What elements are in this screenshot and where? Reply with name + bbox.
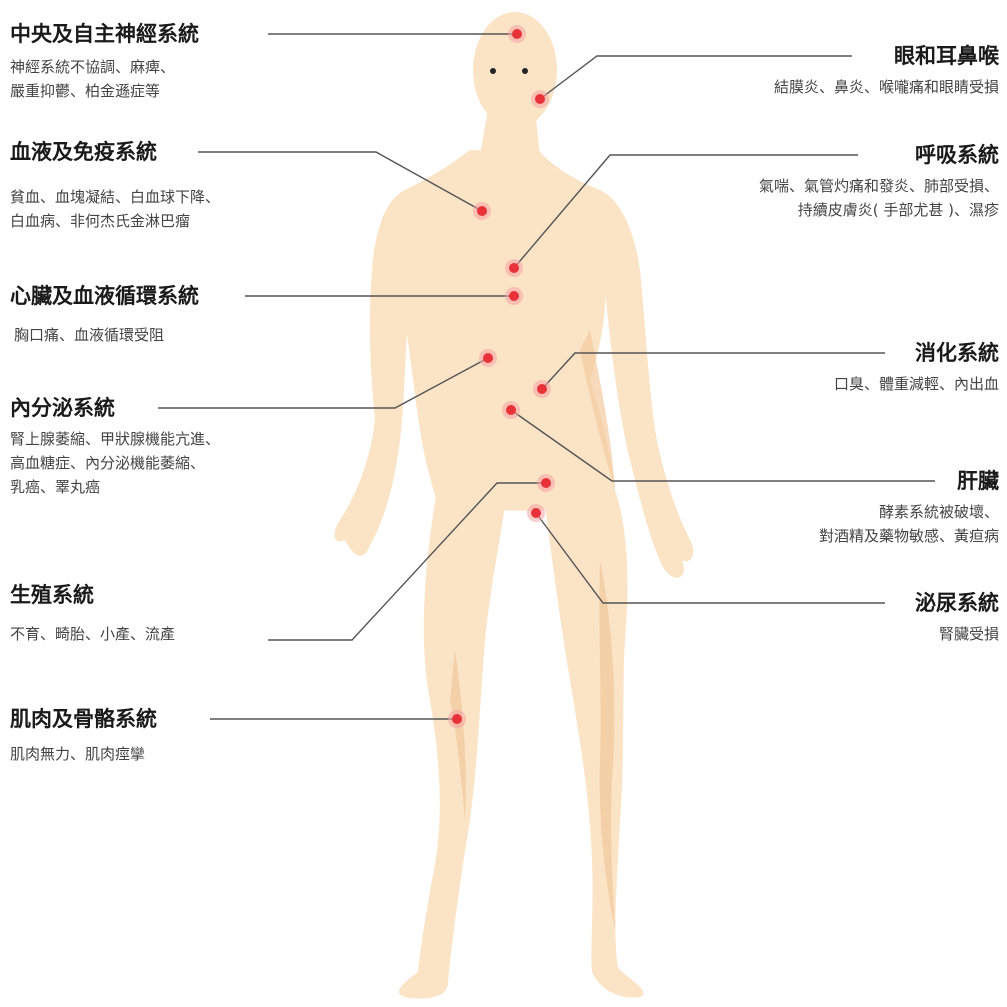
right-eye <box>522 68 528 74</box>
marker-digestive <box>533 380 551 398</box>
label-ent: 眼和耳鼻喉 結膜炎、鼻炎、喉嚨痛和眼睛受損 <box>774 43 999 99</box>
marker-urinary <box>527 504 545 522</box>
label-ent-desc-1: 結膜炎、鼻炎、喉嚨痛和眼睛受損 <box>774 75 999 99</box>
label-urinary: 泌尿系統 腎臟受損 <box>915 590 999 646</box>
marker-ent <box>531 90 549 108</box>
label-ent-title: 眼和耳鼻喉 <box>774 43 999 69</box>
label-respiratory-desc-2: 持續皮膚炎( 手部尤甚 )、濕疹 <box>759 198 999 222</box>
label-cns: 中央及自主神經系統 神經系統不協調、麻痺、 嚴重抑鬱、柏金遜症等 <box>10 21 199 103</box>
label-cns-desc-2: 嚴重抑鬱、柏金遜症等 <box>10 79 199 103</box>
label-reproductive: 生殖系統 不育、畸胎、小產、流產 <box>10 582 175 646</box>
left-arm <box>335 190 410 556</box>
left-leg <box>399 490 505 998</box>
marker-blood <box>473 202 491 220</box>
marker-respiratory <box>505 259 523 277</box>
label-blood: 血液及免疫系統 貧血、血塊凝結、白血球下降、 白血病、非何杰氏金淋巴瘤 <box>10 139 220 233</box>
label-digestive-title: 消化系統 <box>834 340 999 366</box>
label-endocrine: 內分泌系統 腎上腺萎縮、甲狀腺機能亢進、 高血糖症、內分泌機能萎縮、 乳癌、睪丸… <box>10 395 220 499</box>
torso <box>394 150 615 511</box>
label-respiratory: 呼吸系統 氣喘、氣管灼痛和發炎、肺部受損、 持續皮膚炎( 手部尤甚 )、濕疹 <box>759 142 999 222</box>
left-eye <box>490 68 496 74</box>
label-respiratory-title: 呼吸系統 <box>759 142 999 168</box>
label-heart: 心臟及血液循環系統 胸口痛、血液循環受阻 <box>10 283 199 347</box>
label-muscle-desc-1: 肌肉無力、肌肉痙攣 <box>10 742 157 766</box>
human-body <box>335 12 694 998</box>
label-urinary-title: 泌尿系統 <box>915 590 999 616</box>
label-reproductive-title: 生殖系統 <box>10 582 175 608</box>
label-reproductive-desc-1: 不育、畸胎、小產、流產 <box>10 622 175 646</box>
label-endocrine-desc-3: 乳癌、睪丸癌 <box>10 475 220 499</box>
label-endocrine-desc-2: 高血糖症、內分泌機能萎縮、 <box>10 451 220 475</box>
marker-endocrine <box>479 349 497 367</box>
label-muscle: 肌肉及骨骼系統 肌肉無力、肌肉痙攣 <box>10 706 157 766</box>
label-blood-desc-2: 白血病、非何杰氏金淋巴瘤 <box>10 209 220 233</box>
label-liver: 肝臟 酵素系統被破壞、 對酒精及藥物敏感、黃疸病 <box>819 468 999 548</box>
label-cns-title: 中央及自主神經系統 <box>10 21 199 47</box>
label-cns-desc-1: 神經系統不協調、麻痺、 <box>10 55 199 79</box>
right-leg <box>545 490 643 998</box>
label-liver-desc-1: 酵素系統被破壞、 <box>819 500 999 524</box>
label-endocrine-title: 內分泌系統 <box>10 395 220 421</box>
marker-reproductive <box>537 474 555 492</box>
label-heart-title: 心臟及血液循環系統 <box>10 283 199 309</box>
marker-muscle <box>448 710 466 728</box>
label-heart-desc-1: 胸口痛、血液循環受阻 <box>10 323 199 347</box>
marker-heart <box>505 287 523 305</box>
marker-liver <box>502 401 520 419</box>
label-blood-title: 血液及免疫系統 <box>10 139 220 165</box>
label-liver-title: 肝臟 <box>819 468 999 494</box>
label-liver-desc-2: 對酒精及藥物敏感、黃疸病 <box>819 524 999 548</box>
label-urinary-desc-1: 腎臟受損 <box>915 622 999 646</box>
label-endocrine-desc-1: 腎上腺萎縮、甲狀腺機能亢進、 <box>10 427 220 451</box>
label-respiratory-desc-1: 氣喘、氣管灼痛和發炎、肺部受損、 <box>759 174 999 198</box>
label-muscle-title: 肌肉及骨骼系統 <box>10 706 157 732</box>
label-digestive: 消化系統 口臭、體重減輕、內出血 <box>834 340 999 396</box>
label-blood-desc-1: 貧血、血塊凝結、白血球下降、 <box>10 185 220 209</box>
marker-cns <box>508 25 526 43</box>
label-digestive-desc-1: 口臭、體重減輕、內出血 <box>834 372 999 396</box>
